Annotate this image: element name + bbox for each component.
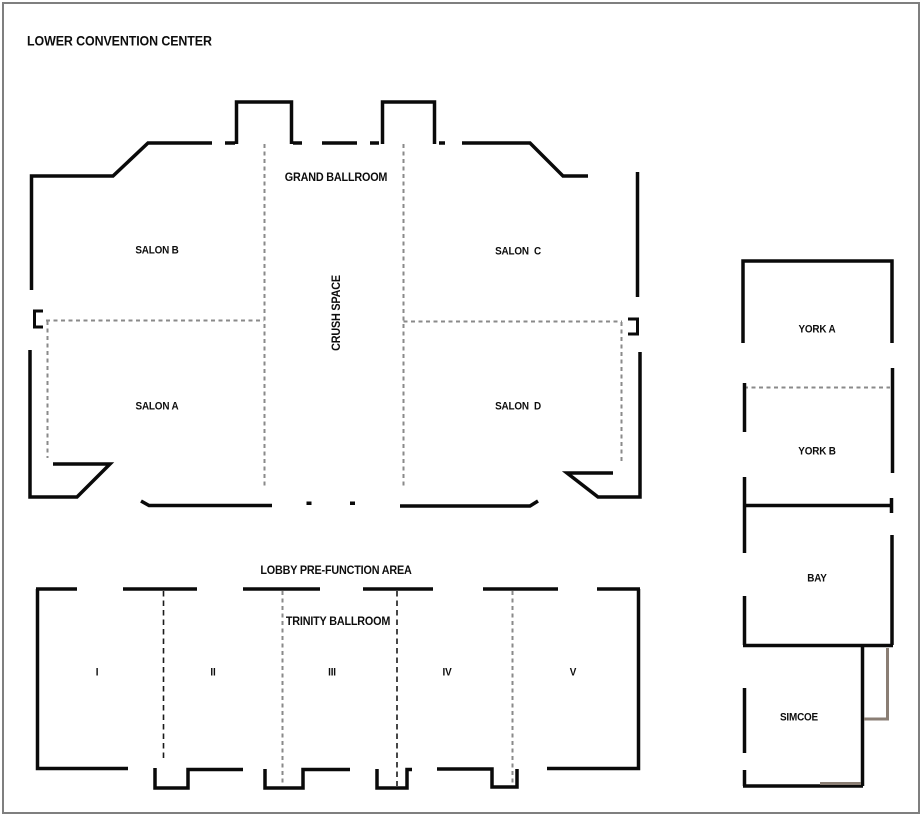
label-york-a: YORK A [798, 323, 836, 336]
label-trinity-section-1: I [95, 666, 99, 679]
vestibule-notch-left [234, 100, 294, 144]
left-door-jamb [33, 309, 43, 329]
door-dot [350, 501, 355, 505]
label-lobby-pre-function: LOBBY PRE-FUNCTION AREA [260, 563, 412, 577]
york-a-walls [741, 259, 894, 343]
right-door-jamb [628, 317, 639, 336]
label-york-b: YORK B [798, 445, 836, 458]
label-salon-c: SALON C [495, 245, 541, 258]
label-trinity-section-3: III [328, 666, 336, 679]
trinity-notch-1 [153, 767, 243, 790]
label-trinity-section-5: V [569, 666, 577, 679]
airwall-partitions-gray [46, 144, 890, 786]
grand-ballroom-walls [28, 100, 642, 508]
label-grand-ballroom: GRAND BALLROOM [284, 170, 388, 184]
label-simcoe: SIMCOE [780, 711, 818, 724]
label-crush-space: CRUSH SPACE [329, 275, 343, 351]
label-trinity-ballroom: TRINITY BALLROOM [285, 614, 391, 628]
label-salon-b: SALON B [135, 244, 179, 257]
page-title: LOWER CONVENTION CENTER [27, 33, 212, 49]
trinity-notch-2 [263, 767, 350, 790]
trinity-ballroom-walls [35, 587, 641, 790]
label-salon-a: SALON A [135, 400, 179, 413]
label-trinity-section-4: IV [442, 666, 452, 679]
label-trinity-section-2: II [210, 666, 216, 679]
trinity-notch-3 [375, 767, 412, 790]
door-dot [306, 501, 312, 505]
airwall-partitions-black [162, 591, 398, 786]
vestibule-notch-right [380, 100, 437, 144]
label-bay: BAY [807, 572, 827, 585]
trinity-notch-4 [437, 767, 519, 789]
york-bay-simcoe-walls [741, 259, 895, 788]
service-alcove [820, 648, 889, 785]
label-salon-d: SALON D [495, 400, 541, 413]
